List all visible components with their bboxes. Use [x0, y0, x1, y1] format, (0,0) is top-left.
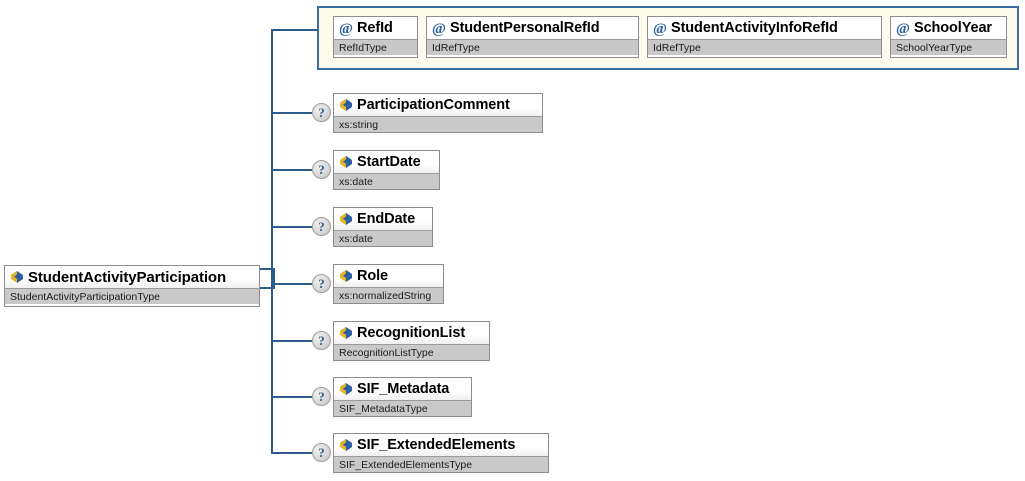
root-element-type: StudentActivityParticipationType: [5, 288, 259, 304]
attribute-name: RefId: [357, 19, 393, 36]
optional-badge-text: ?: [318, 389, 325, 404]
optional-badge-text: ?: [318, 162, 325, 177]
element-type: xs:date: [334, 230, 432, 246]
element-icon: [338, 325, 354, 341]
element-icon: [338, 154, 354, 170]
attribute-box-studentpersonalrefid[interactable]: @ StudentPersonalRefId IdRefType: [426, 16, 639, 58]
element-box-sif-metadata[interactable]: SIF_Metadata SIF_MetadataType: [333, 377, 472, 417]
element-title: SIF_Metadata: [334, 378, 471, 400]
optional-badge-participationcomment: ?: [312, 103, 331, 122]
optional-badge-text: ?: [318, 333, 325, 348]
element-icon: [338, 97, 354, 113]
svg-text:@: @: [896, 21, 910, 36]
element-box-participationcomment[interactable]: ParticipationComment xs:string: [333, 93, 543, 133]
connector-branch-child-4: [271, 340, 312, 342]
attribute-icon: @: [431, 20, 447, 36]
optional-badge-enddate: ?: [312, 217, 331, 236]
attribute-type: IdRefType: [427, 39, 638, 55]
element-box-recognitionlist[interactable]: RecognitionList RecognitionListType: [333, 321, 490, 361]
root-element-box[interactable]: StudentActivityParticipation StudentActi…: [4, 265, 260, 307]
optional-badge-startdate: ?: [312, 160, 331, 179]
connector-branch-child-3: [271, 283, 312, 285]
element-type: RecognitionListType: [334, 344, 489, 360]
svg-text:@: @: [339, 21, 353, 36]
connector-root-riser-top: [259, 268, 275, 270]
optional-badge-text: ?: [318, 445, 325, 460]
connector-root-horizontal: [259, 287, 275, 289]
element-icon: [338, 437, 354, 453]
optional-badge-text: ?: [318, 276, 325, 291]
element-title: SIF_ExtendedElements: [334, 434, 548, 456]
attribute-name: SchoolYear: [914, 19, 992, 36]
element-box-enddate[interactable]: EndDate xs:date: [333, 207, 433, 247]
attribute-title: @ SchoolYear: [891, 17, 1006, 39]
element-icon: [338, 268, 354, 284]
attribute-name: StudentActivityInfoRefId: [671, 19, 838, 36]
connector-trunk-vertical: [271, 29, 273, 453]
root-element-title: StudentActivityParticipation: [5, 266, 259, 288]
element-name: Role: [357, 267, 389, 284]
element-title: Role: [334, 265, 443, 287]
element-title: ParticipationComment: [334, 94, 542, 116]
element-type: SIF_MetadataType: [334, 400, 471, 416]
connector-branch-child-6: [271, 452, 312, 454]
optional-badge-text: ?: [318, 219, 325, 234]
connector-branch-attributes: [271, 29, 317, 31]
element-name: SIF_ExtendedElements: [357, 436, 516, 453]
optional-badge-role: ?: [312, 274, 331, 293]
element-name: RecognitionList: [357, 324, 466, 341]
element-box-sif-extendedelements[interactable]: SIF_ExtendedElements SIF_ExtendedElement…: [333, 433, 549, 473]
element-type: xs:normalizedString: [334, 287, 443, 303]
attribute-type: SchoolYearType: [891, 39, 1006, 55]
connector-branch-child-1: [271, 169, 312, 171]
attribute-icon: @: [652, 20, 668, 36]
element-type: xs:date: [334, 173, 439, 189]
attribute-icon: @: [338, 20, 354, 36]
attribute-name: StudentPersonalRefId: [450, 19, 600, 36]
optional-badge-recognitionlist: ?: [312, 331, 331, 350]
element-type: SIF_ExtendedElementsType: [334, 456, 548, 472]
connector-branch-child-0: [271, 112, 312, 114]
attribute-box-refid[interactable]: @ RefId RefIdType: [333, 16, 418, 58]
element-type: xs:string: [334, 116, 542, 132]
attribute-title: @ StudentPersonalRefId: [427, 17, 638, 39]
element-box-startdate[interactable]: StartDate xs:date: [333, 150, 440, 190]
root-element-name: StudentActivityParticipation: [28, 268, 227, 286]
attribute-box-schoolyear[interactable]: @ SchoolYear SchoolYearType: [890, 16, 1007, 58]
attribute-group-container: @ RefId RefIdType @ StudentPersonalRefId…: [317, 6, 1019, 70]
optional-badge-text: ?: [318, 105, 325, 120]
svg-text:@: @: [432, 21, 446, 36]
element-name: StartDate: [357, 153, 421, 170]
attribute-box-studentactivityinforefid[interactable]: @ StudentActivityInfoRefId IdRefType: [647, 16, 882, 58]
element-name: SIF_Metadata: [357, 380, 450, 397]
connector-branch-child-2: [271, 226, 312, 228]
attribute-title: @ RefId: [334, 17, 417, 39]
optional-badge-sif-metadata: ?: [312, 387, 331, 406]
element-name: ParticipationComment: [357, 96, 510, 113]
element-title: RecognitionList: [334, 322, 489, 344]
attribute-icon: @: [895, 20, 911, 36]
attribute-title: @ StudentActivityInfoRefId: [648, 17, 881, 39]
element-title: StartDate: [334, 151, 439, 173]
element-icon: [338, 381, 354, 397]
element-name: EndDate: [357, 210, 416, 227]
optional-badge-sif-extendedelements: ?: [312, 443, 331, 462]
connector-root-riser: [273, 268, 275, 289]
attribute-type: IdRefType: [648, 39, 881, 55]
element-title: EndDate: [334, 208, 432, 230]
element-icon: [338, 211, 354, 227]
element-box-role[interactable]: Role xs:normalizedString: [333, 264, 444, 304]
element-icon: [9, 269, 25, 285]
attribute-type: RefIdType: [334, 39, 417, 55]
svg-text:@: @: [653, 21, 667, 36]
connector-branch-child-5: [271, 396, 312, 398]
